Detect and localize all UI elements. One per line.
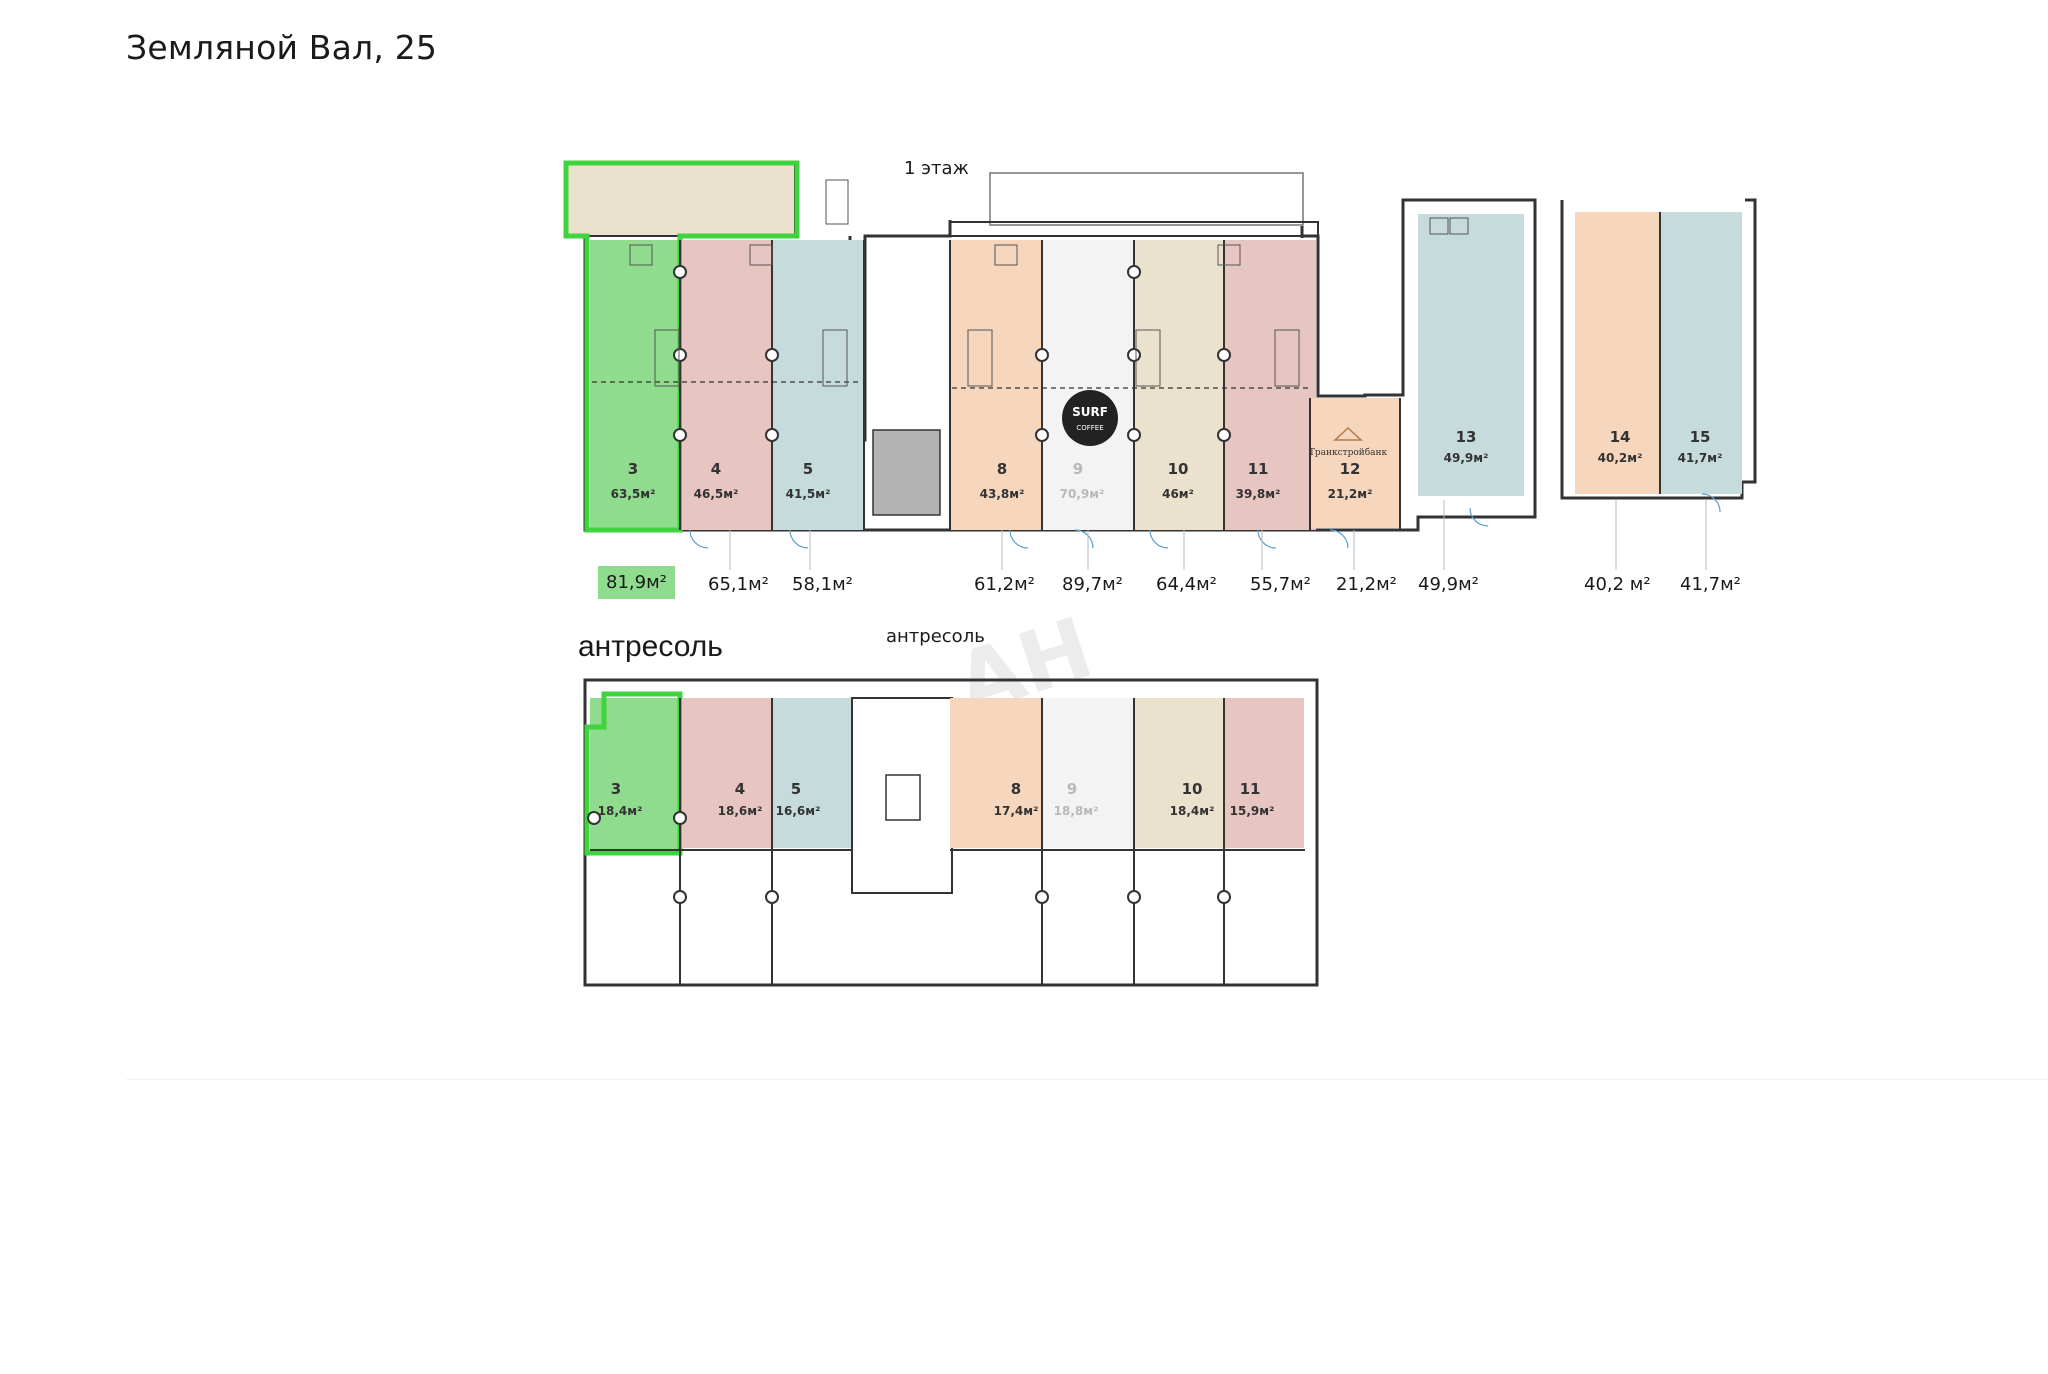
unit-13-fill	[1418, 214, 1524, 496]
mezz-unit-11-fill	[1224, 698, 1304, 848]
unit-3-area: 63,5м²	[611, 487, 656, 501]
mezz-unit-11-number: 11	[1240, 780, 1261, 798]
mezz-partitions	[590, 698, 1305, 985]
bottom-divider	[126, 1079, 2048, 1080]
svg-text:SURF: SURF	[1072, 405, 1108, 419]
mezz-unit-5-fill	[772, 698, 852, 848]
unit-15-fill	[1660, 212, 1742, 494]
elevator-icon	[885, 774, 921, 821]
total-unit-10[interactable]: 64,4м²	[1156, 574, 1217, 595]
mezz-unit-3-area: 18,4м²	[598, 804, 643, 818]
unit-9-area: 70,9м²	[1060, 487, 1105, 501]
unit-10-fill	[1134, 240, 1224, 530]
total-unit-11[interactable]: 55,7м²	[1250, 574, 1311, 595]
total-unit-3[interactable]: 81,9м²	[598, 566, 675, 599]
unit-8-number: 8	[997, 460, 1007, 478]
unit-10-number: 10	[1168, 460, 1189, 478]
mezz-unit-10-area: 18,4м²	[1170, 804, 1215, 818]
unit-11-fill	[1224, 240, 1316, 530]
mezz-unit-11-area: 15,9м²	[1230, 804, 1275, 818]
unit-8-fill	[950, 240, 1042, 530]
surf-coffee-logo: SURF COFFEE	[1062, 390, 1118, 446]
total-unit-13[interactable]: 49,9м²	[1418, 574, 1479, 595]
mezz-unit-10-number: 10	[1182, 780, 1203, 798]
unit-14-area: 40,2м²	[1598, 451, 1643, 465]
mezz-unit-10-fill	[1134, 698, 1224, 848]
total-unit-14[interactable]: 40,2 м²	[1584, 574, 1651, 595]
mezz-unit-3-outline	[584, 691, 683, 856]
wall-center-top	[949, 221, 1319, 237]
unit-3-fill	[590, 240, 680, 530]
mezzanine-labels: 3 18,4м² 4 18,6м² 5 16,6м² 8 17,4м² 9 18…	[598, 780, 1275, 818]
bank-logo: Транкстройбанк	[1309, 426, 1388, 458]
unit-9-fill	[1042, 240, 1134, 530]
unit-11-number: 11	[1248, 460, 1269, 478]
unit-5-number: 5	[803, 460, 813, 478]
mezz-unit-8-area: 17,4м²	[994, 804, 1039, 818]
unit-4-fill	[682, 240, 772, 530]
mezzanine-heading: антресоль	[578, 630, 723, 663]
mezz-unit-9-number: 9	[1067, 780, 1077, 798]
corridor-top-center	[989, 172, 1304, 226]
unit-5-area: 41,5м²	[786, 487, 831, 501]
total-unit-9[interactable]: 89,7м²	[1062, 574, 1123, 595]
core-gray	[872, 429, 941, 516]
unit-5-fill	[772, 240, 864, 530]
partitions	[679, 240, 1401, 530]
unit-13-area: 49,9м²	[1444, 451, 1489, 465]
mezzanine-label: антресоль	[886, 626, 985, 647]
unit-8-area: 43,8м²	[980, 487, 1025, 501]
total-unit-8[interactable]: 61,2м²	[974, 574, 1035, 595]
door-arc-15	[1701, 493, 1721, 513]
mezz-unit-4-fill	[682, 698, 772, 848]
total-unit-15[interactable]: 41,7м²	[1680, 574, 1741, 595]
unit-10-area: 46м²	[1162, 487, 1194, 501]
total-unit-4[interactable]: 65,1м²	[708, 574, 769, 595]
unit-15-area: 41,7м²	[1678, 451, 1723, 465]
unit-12-number: 12	[1340, 460, 1361, 478]
svg-text:COFFEE: COFFEE	[1076, 424, 1103, 432]
total-unit-5[interactable]: 58,1м²	[792, 574, 853, 595]
unit-12-fill	[1310, 398, 1400, 528]
unit-14-fill	[1575, 212, 1660, 494]
mezz-unit-5-number: 5	[791, 780, 801, 798]
unit-12-area: 21,2м²	[1328, 487, 1373, 501]
mezz-unit-9-fill	[1042, 698, 1134, 848]
unit-14-number: 14	[1610, 428, 1631, 446]
unit-4-number: 4	[711, 460, 721, 478]
svg-text:Транкстройбанк: Транкстройбанк	[1309, 447, 1388, 458]
unit-13-number: 13	[1456, 428, 1477, 446]
mezz-unit-8-fill	[950, 698, 1042, 848]
unit-9-number: 9	[1073, 460, 1083, 478]
unit-4-area: 46,5м²	[694, 487, 739, 501]
mezz-unit-4-number: 4	[735, 780, 745, 798]
page-title: Земляной Вал, 25	[126, 28, 438, 67]
mezz-unit-4-area: 18,6м²	[718, 804, 763, 818]
stairs-icons	[654, 179, 1300, 387]
corridor-top-left	[564, 161, 796, 237]
unit-11-area: 39,8м²	[1236, 487, 1281, 501]
unit-3-number: 3	[628, 460, 638, 478]
total-unit-12[interactable]: 21,2м²	[1336, 574, 1397, 595]
unit-15-number: 15	[1690, 428, 1711, 446]
mezz-unit-8-number: 8	[1011, 780, 1021, 798]
floor-label: 1 этаж	[904, 158, 969, 179]
leader-lines	[729, 500, 1707, 570]
mezz-columns	[587, 811, 1231, 904]
mezz-unit-9-area: 18,8м²	[1054, 804, 1099, 818]
mezz-unit-5-area: 16,6м²	[776, 804, 821, 818]
floor-1-labels: 3 63,5м² 4 46,5м² 5 41,5м² 8 43,8м² 9 70…	[611, 428, 1723, 501]
mezz-unit-3-number: 3	[611, 780, 621, 798]
mezz-stair-core	[851, 697, 953, 894]
door-arcs	[689, 507, 1489, 549]
